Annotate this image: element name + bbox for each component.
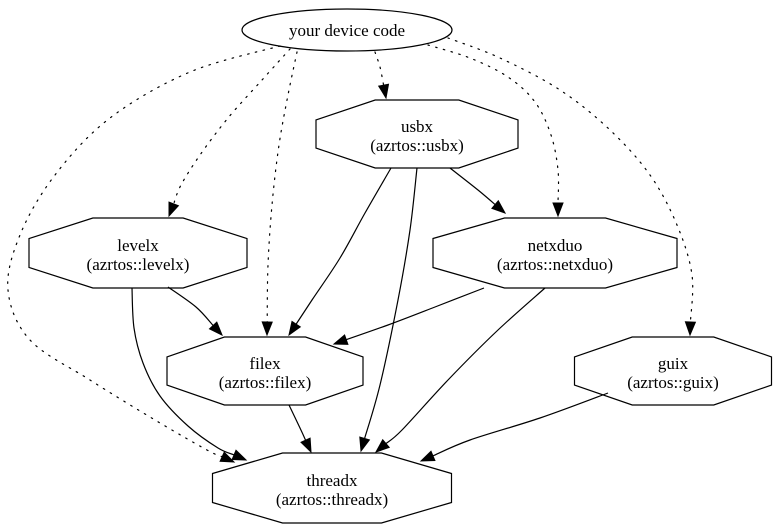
edge-netxduo-to-filex	[346, 287, 485, 341]
node-shape-octagon	[211, 452, 453, 524]
arrowhead-device-code-to-threadx	[219, 451, 236, 463]
node-label-levelx-line2: (azrtos::levelx)	[87, 255, 190, 274]
node-filex: filex(azrtos::filex)	[166, 336, 364, 406]
edge-device-code-to-filex	[266, 51, 298, 323]
arrowhead-device-code-to-usbx	[377, 83, 390, 100]
edge-levelx-to-threadx	[131, 287, 235, 456]
node-threadx: threadx(azrtos::threadx)	[211, 452, 453, 524]
arrowhead-usbx-to-filex	[288, 320, 302, 337]
node-device-code: your device code	[241, 8, 453, 52]
edge-usbx-to-filex	[295, 167, 392, 325]
node-label-threadx-line1: threadx	[307, 471, 358, 490]
edge-device-code-to-usbx	[374, 51, 385, 86]
edge-usbx-to-netxduo	[449, 167, 496, 206]
node-label-levelx-line1: levelx	[117, 236, 159, 255]
node-shape-octagon	[315, 99, 519, 169]
node-levelx: levelx(azrtos::levelx)	[28, 217, 248, 289]
node-shape-octagon	[432, 217, 678, 289]
edge-device-code-to-levelx	[173, 48, 291, 205]
node-shape-octagon	[573, 336, 773, 406]
arrowhead-device-code-to-filex	[261, 321, 273, 337]
arrowhead-usbx-to-netxduo	[491, 199, 507, 214]
node-netxduo: netxduo(azrtos::netxduo)	[432, 217, 678, 289]
edge-filex-to-threadx	[288, 404, 307, 441]
arrowhead-guix-to-threadx	[419, 450, 436, 462]
node-shape-octagon	[28, 217, 248, 289]
edge-usbx-to-threadx	[364, 167, 418, 439]
node-label-usbx-line2: (azrtos::usbx)	[370, 136, 463, 155]
edge-levelx-to-filex	[167, 286, 214, 326]
node-label-filex-line2: (azrtos::filex)	[219, 373, 312, 392]
node-label-netxduo-line2: (azrtos::netxduo)	[497, 255, 613, 274]
arrowhead-netxduo-to-threadx	[374, 438, 391, 453]
node-label-guix-line2: (azrtos::guix)	[627, 373, 719, 392]
arrowhead-usbx-to-threadx	[359, 436, 371, 453]
node-label-usbx-line1: usbx	[401, 117, 434, 136]
arrowhead-filex-to-threadx	[300, 437, 312, 454]
node-shape-ellipse	[241, 8, 453, 52]
node-label-guix-line1: guix	[658, 354, 689, 373]
node-label-filex-line1: filex	[249, 354, 281, 373]
node-shape-octagon	[166, 336, 364, 406]
edge-device-code-to-threadx	[7, 45, 281, 458]
node-label-netxduo-line1: netxduo	[528, 236, 583, 255]
arrowhead-levelx-to-filex	[208, 321, 223, 337]
node-guix: guix(azrtos::guix)	[573, 336, 773, 406]
arrowhead-device-code-to-guix	[684, 321, 697, 337]
arrowhead-device-code-to-netxduo	[552, 202, 564, 218]
arrowhead-device-code-to-levelx	[168, 201, 180, 218]
arrowhead-levelx-to-threadx	[231, 449, 248, 461]
node-label-device-code-line1: your device code	[289, 21, 405, 40]
edge-guix-to-threadx	[432, 392, 609, 457]
edge-netxduo-to-threadx	[385, 287, 546, 445]
arrowhead-netxduo-to-filex	[332, 334, 349, 345]
node-usbx: usbx(azrtos::usbx)	[315, 99, 519, 169]
node-label-threadx-line2: (azrtos::threadx)	[276, 490, 388, 509]
